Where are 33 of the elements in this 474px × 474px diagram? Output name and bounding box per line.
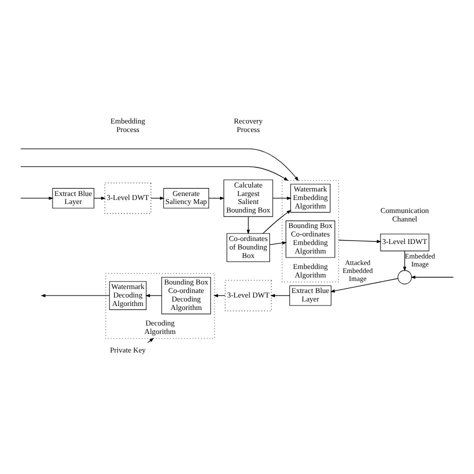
node-box: Co-ordinates of Bounding Box [226, 232, 270, 262]
node-box: Bounding Box Co-ordinate Decoding Algorithm [161, 276, 211, 314]
arrow [403, 250, 406, 271]
label: Communication Channel [380, 206, 429, 224]
arrow [246, 216, 250, 234]
arrow [410, 275, 454, 278]
node-box: Watermark Embedding Algorithm [290, 183, 330, 212]
label: Recovery Process [234, 116, 263, 134]
arrow [20, 196, 54, 200]
node-box: Bounding Box Co-ordinates Embedding Algorithm [286, 220, 336, 258]
arrow [20, 166, 288, 180]
arrow [338, 239, 382, 243]
node-box: Extract Blue Layer [289, 284, 332, 306]
arrow [20, 148, 299, 181]
node-box: 3-Level IDWT [380, 233, 430, 251]
node-box: 3-Level DWT [104, 182, 152, 214]
arrow [40, 293, 110, 297]
arrow [270, 293, 290, 297]
node-box: Extract Blue Layer [52, 188, 94, 208]
arrow [145, 293, 162, 297]
node-text: Private Key [110, 344, 146, 354]
label: Embedding Process [110, 116, 146, 134]
arrow [150, 196, 165, 200]
arrow [330, 278, 398, 292]
arrow [272, 196, 292, 200]
node-box: Watermark Decoding Algorithm [109, 280, 146, 310]
node-box: Generate Saliency Map [163, 188, 210, 208]
arrow [262, 209, 292, 234]
arrow [208, 196, 225, 200]
node-box: Calculate Largest Salient Bounding Box [224, 179, 274, 216]
node-circle [398, 270, 412, 284]
arrow [269, 240, 287, 245]
node-box: 3-Level DWT [224, 279, 272, 311]
